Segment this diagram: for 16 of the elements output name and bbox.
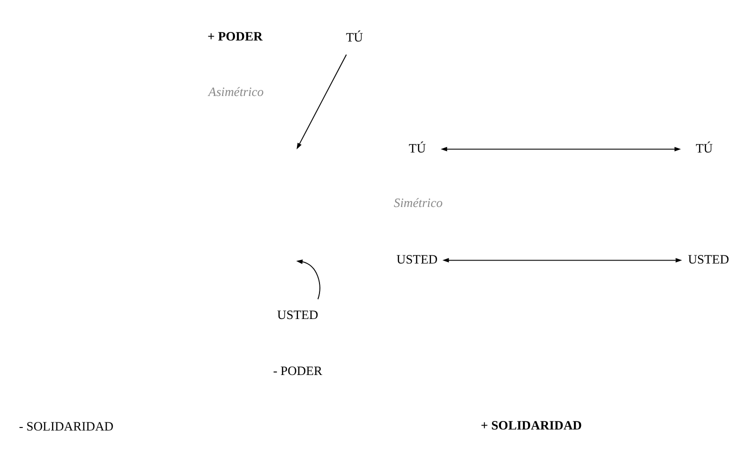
node-text: USTED <box>396 252 438 266</box>
label: - SOLIDARIDAD <box>18 418 114 433</box>
arrow <box>440 146 681 151</box>
node-text: USTED <box>688 252 730 266</box>
label: + PODER <box>208 28 263 43</box>
node-text: TÚ <box>346 30 363 44</box>
label: - PODER <box>273 363 322 378</box>
label: Simétrico <box>394 196 443 210</box>
node-text: TÚ <box>696 141 713 156</box>
node-text: TÚ <box>408 141 426 156</box>
node-text: USTED <box>277 308 318 322</box>
arrow <box>442 258 682 262</box>
label: Asimétrico <box>208 84 264 99</box>
arrow <box>296 54 347 149</box>
arrow <box>296 259 320 300</box>
label: + SOLIDARIDAD <box>480 418 582 432</box>
